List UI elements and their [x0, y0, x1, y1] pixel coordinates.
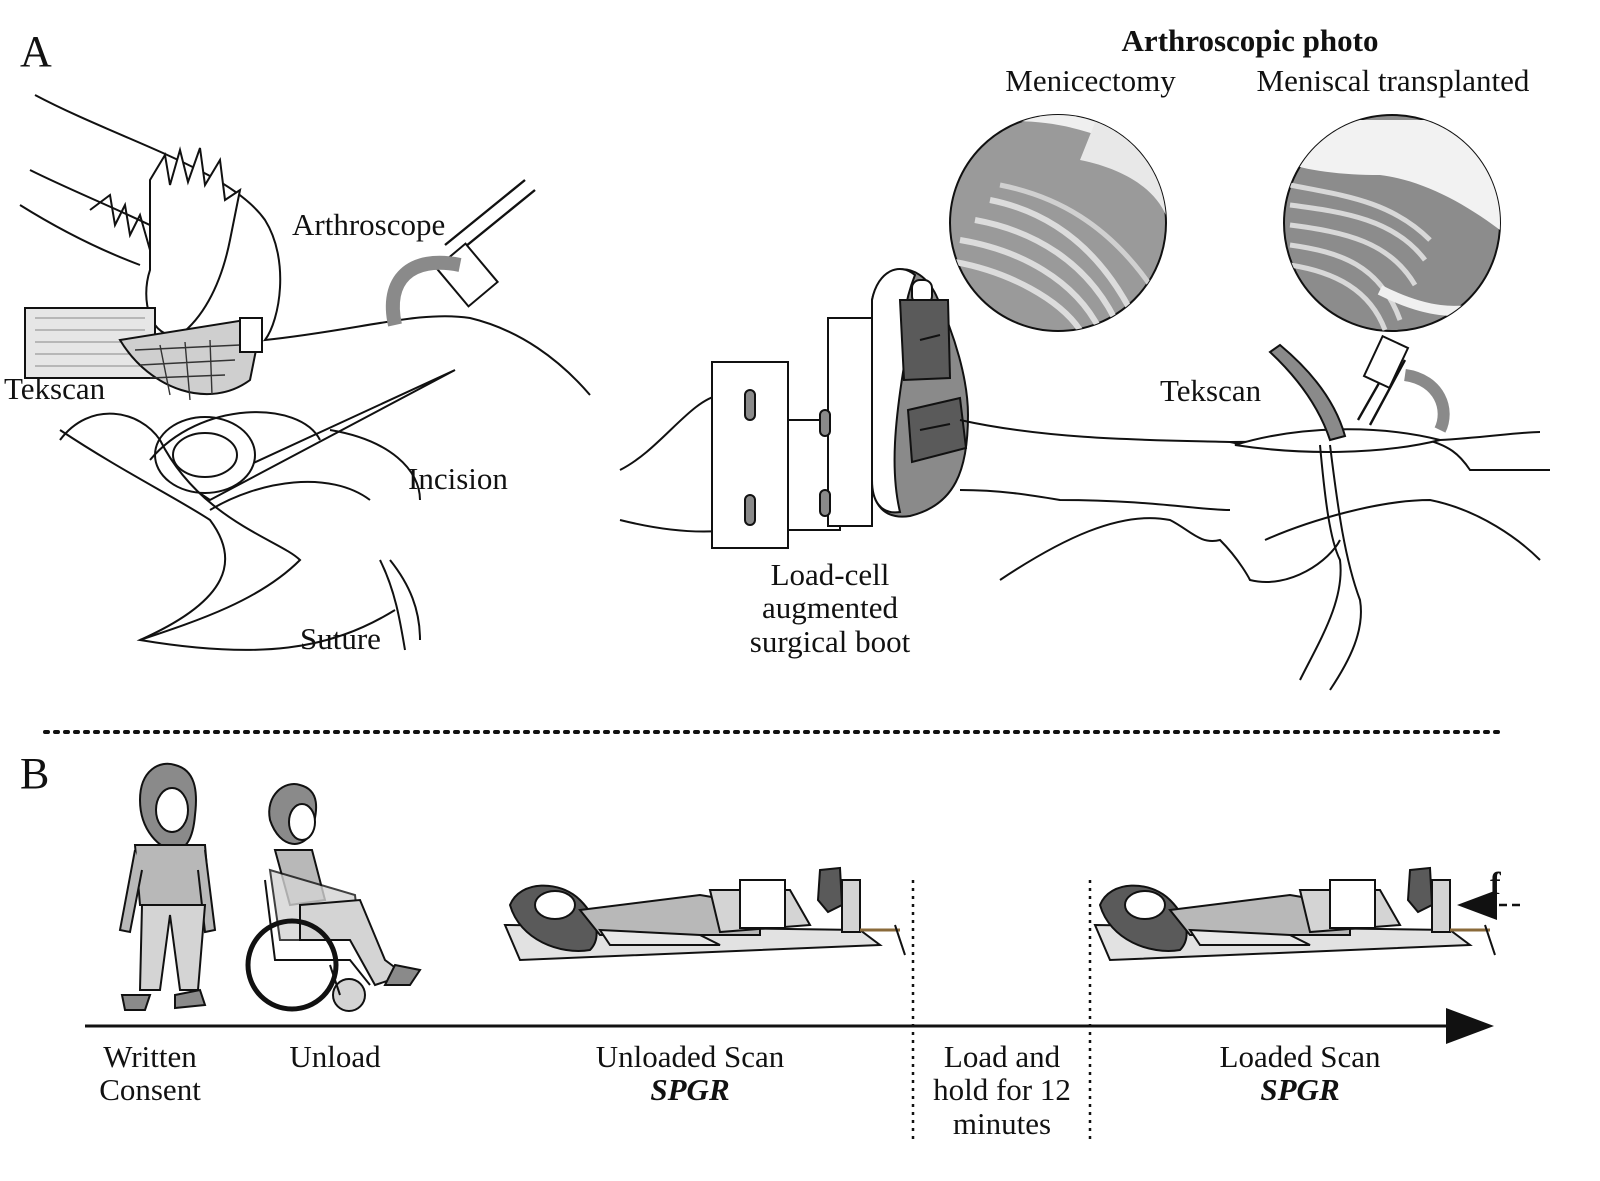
force-symbol: f	[1490, 866, 1501, 901]
arthroscope-label: Arthroscope	[292, 208, 445, 241]
photo-caption-menicectomy: Menicectomy	[968, 64, 1213, 97]
step-4-line-3: minutes	[914, 1107, 1090, 1140]
boot-label-line-3: surgical boot	[720, 625, 940, 658]
wheelchair-figure	[248, 784, 420, 1011]
step-4-line-2: hold for 12	[914, 1073, 1090, 1106]
panel-a-letter: A	[20, 28, 52, 76]
standing-woman-figure	[120, 764, 215, 1010]
step-1-line-1: Written	[70, 1040, 230, 1073]
step-2-line-1: Unload	[255, 1040, 415, 1073]
loaded-scan-figure	[1095, 868, 1495, 960]
step-3-line-2: SPGR	[560, 1073, 820, 1106]
photo-caption-transplanted: Meniscal transplanted	[1228, 64, 1558, 97]
tekscan-label-right: Tekscan	[1160, 374, 1261, 407]
step-1-line-2: Consent	[70, 1073, 230, 1106]
step-unload: Unload	[255, 1040, 415, 1073]
step-3-line-1: Unloaded Scan	[560, 1040, 820, 1073]
boot-label-line-2: augmented	[720, 591, 940, 624]
step-unloaded-scan: Unloaded Scan SPGR	[560, 1040, 820, 1107]
step-5-line-1: Loaded Scan	[1180, 1040, 1420, 1073]
step-5-line-2: SPGR	[1180, 1073, 1420, 1106]
tekscan-label-left: Tekscan	[4, 372, 105, 405]
panel-b-letter: B	[20, 750, 49, 798]
incision-label: Incision	[408, 462, 508, 495]
step-loaded-scan: Loaded Scan SPGR	[1180, 1040, 1420, 1107]
photo-menicectomy	[950, 110, 1180, 331]
unloaded-scan-figure	[505, 868, 905, 960]
step-4-line-1: Load and	[914, 1040, 1090, 1073]
boot-label-line-1: Load-cell	[720, 558, 940, 591]
boot-label: Load-cell augmented surgical boot	[720, 558, 940, 658]
surgical-sketch	[20, 95, 590, 650]
photo-meniscal-transplanted	[1280, 115, 1500, 331]
step-written-consent: Written Consent	[70, 1040, 230, 1107]
suture-label: Suture	[300, 622, 381, 655]
photo-heading: Arthroscopic photo	[1050, 24, 1450, 57]
step-load-and-hold: Load and hold for 12 minutes	[914, 1040, 1090, 1140]
